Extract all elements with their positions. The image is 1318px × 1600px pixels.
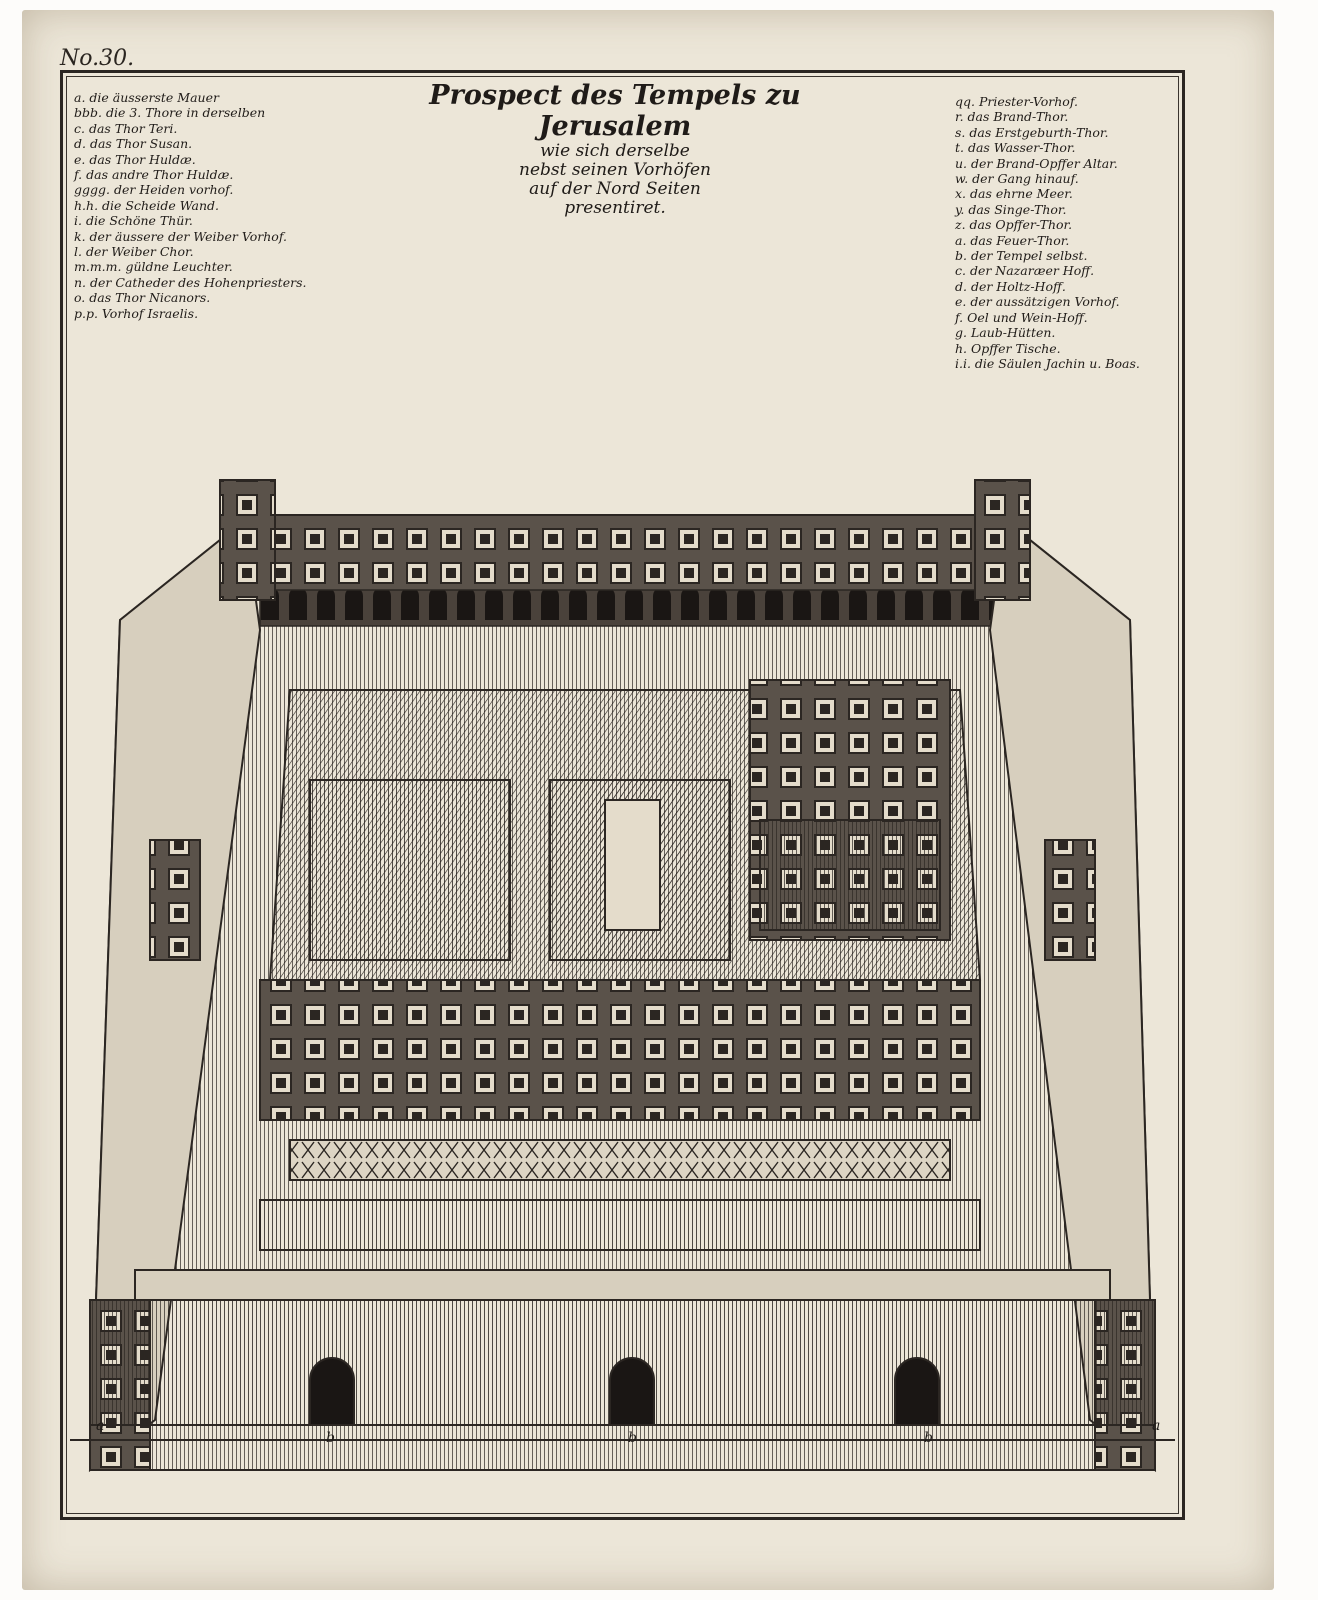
gate-letter-b: b <box>628 1430 637 1446</box>
gate-center <box>609 1357 655 1426</box>
gate-right <box>894 1357 940 1426</box>
tower-left <box>149 839 201 961</box>
plate-frame <box>60 70 1185 1520</box>
legend-entry: t. das Wasser-Thor. <box>955 140 1076 156</box>
legend-entry: u. der Brand-Opffer Altar. <box>955 155 1118 171</box>
gate-letter-a-right: a <box>1152 1418 1161 1434</box>
subtitle-line: auf der Nord Seiten <box>529 179 701 199</box>
legend-left: a. die äusserste Mauer bbb. die 3. Thore… <box>74 90 306 321</box>
altar <box>604 799 661 931</box>
legend-entry: e. der aussätzigen Vorhof. <box>955 294 1120 310</box>
womens-court <box>309 779 511 961</box>
legend-entry: qq. Priester-Vorhof. <box>955 94 1078 109</box>
back-arcade <box>259 589 1001 627</box>
legend-entry: f. das andre Thor Huldæ. <box>74 167 234 183</box>
tower-right <box>1044 839 1096 961</box>
legend-entry: c. das Thor Teri. <box>74 120 178 136</box>
legend-entry: x. das ehrne Meer. <box>955 186 1073 202</box>
temple-portico <box>759 819 941 931</box>
front-wall-top <box>134 1269 1111 1301</box>
tower-back-right <box>974 479 1031 601</box>
legend-entry: h. Opffer Tische. <box>955 340 1061 356</box>
legend-entry: o. das Thor Nicanors. <box>74 290 211 306</box>
legend-entry: i.i. die Säulen Jachin u. Boas. <box>955 355 1140 371</box>
gate-letter-b: b <box>924 1430 933 1446</box>
subtitle-line: wie sich derselbe <box>540 141 690 161</box>
subtitle-line: presentiret. <box>564 198 666 218</box>
tower-back-left <box>219 479 276 601</box>
gate-letter-b: b <box>326 1430 335 1446</box>
legend-entry: k. der äussere der Weiber Vorhof. <box>74 228 287 244</box>
legend-entry: bbb. die 3. Thore in derselben <box>74 105 266 121</box>
legend-entry: g. Laub-Hütten. <box>955 325 1056 341</box>
legend-entry: n. der Catheder des Hohenpriesters. <box>74 274 307 290</box>
plate-frame-inner <box>66 76 1179 1514</box>
subtitle-line: nebst seinen Vorhöfen <box>519 160 711 180</box>
legend-entry: d. das Thor Susan. <box>74 136 193 152</box>
legend-entry: r. das Brand-Thor. <box>955 109 1069 125</box>
terrace-steps <box>259 1199 981 1251</box>
legend-entry: i. die Schöne Thür. <box>74 213 193 229</box>
gate-letter-a-left: a <box>96 1418 105 1434</box>
plate-number: No.30. <box>60 46 135 71</box>
temple-engraving <box>70 479 1175 1473</box>
legend-entry: a. die äusserste Mauer <box>74 90 219 105</box>
back-gallery <box>234 514 1026 596</box>
legend-entry: p.p. Vorhof Israelis. <box>74 305 199 321</box>
legend-entry: s. das Erstgeburth-Thor. <box>955 124 1109 140</box>
legend-entry: a. das Feuer-Thor. <box>955 232 1070 248</box>
plate-title: Prospect des Tempels zu Jerusalem <box>429 80 801 142</box>
inner-front-building <box>259 979 981 1121</box>
legend-entry: y. das Singe-Thor. <box>955 201 1067 217</box>
legend-entry: d. der Holtz-Hoff. <box>955 278 1066 294</box>
legend-entry: w. der Gang hinauf. <box>955 171 1079 187</box>
legend-entry: l. der Weiber Chor. <box>74 244 194 260</box>
gate-left <box>309 1357 355 1426</box>
legend-entry: h.h. die Scheide Wand. <box>74 197 220 213</box>
title-block: Prospect des Tempels zu Jerusalem wie si… <box>380 80 850 218</box>
legend-entry: b. der Tempel selbst. <box>955 248 1088 264</box>
legend-entry: m.m.m. güldne Leuchter. <box>74 259 233 275</box>
legend-entry: gggg. der Heiden vorhof. <box>74 182 234 198</box>
legend-entry: c. der Nazaræer Hoff. <box>955 263 1095 279</box>
legend-entry: f. Oel und Wein-Hoff. <box>955 309 1088 325</box>
legend-entry: e. das Thor Huldæ. <box>74 151 196 167</box>
terrace-balustrade <box>289 1139 951 1181</box>
legend-entry: z. das Opffer-Thor. <box>955 217 1073 233</box>
legend-right: qq. Priester-Vorhof. r. das Brand-Thor. … <box>955 94 1140 371</box>
